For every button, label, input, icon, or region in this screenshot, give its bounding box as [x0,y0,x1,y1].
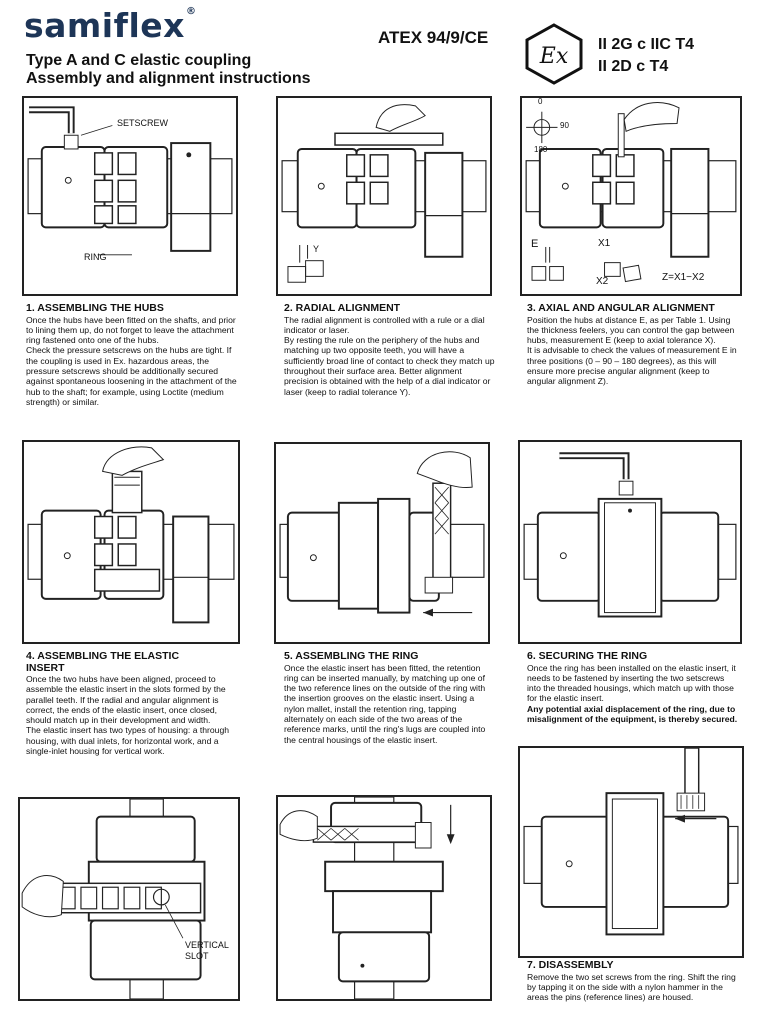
step-3-title: 3. AXIAL AND ANGULAR ALIGNMENT [527,302,715,314]
step-3-axial-angular-alignment: 3. AXIAL AND ANGULAR ALIGNMENT Position … [527,302,739,387]
step-7-paragraph-1: Remove the two set screws from the ring.… [527,971,736,1003]
step-5-assembling-ring: 5. ASSEMBLING THE RING Once the elastic … [284,650,496,745]
step-4-elastic-insert: 4. ASSEMBLING THE ELASTIC INSERT Once th… [26,650,240,757]
step-5-title: 5. ASSEMBLING THE RING [284,650,419,662]
label-vertical: VERTICAL [185,940,229,950]
label-slot: SLOT [185,951,209,961]
certification-dust: II 2D c T4 [598,58,669,75]
certification-gas: II 2G c IIC T4 [598,36,695,53]
figure-assembling-hubs [22,96,238,296]
label-deg-0: 0 [538,97,543,106]
ex-mark-text: Ex [539,44,569,69]
step-7-disassembly: 7. DISASSEMBLY Remove the two set screws… [527,959,741,1003]
step-7-title: 7. DISASSEMBLY [527,959,614,971]
brand-logo: samiflex® [24,6,196,45]
step-1-paragraph-2: Check the pressure setscrews on the hubs… [26,345,237,407]
figure-vertical-slot [18,797,240,1001]
step-4-paragraph-1: Once the two hubs have been aligned, pro… [26,674,226,726]
registered-mark: ® [185,6,197,17]
step-2-radial-alignment: 2. RADIAL ALIGNMENT The radial alignment… [284,302,496,397]
label-y: Y [313,244,320,254]
label-deg-90: 90 [560,121,569,130]
label-x1: X1 [598,238,611,249]
document-subtitle-1: Type A and C elastic coupling [26,52,252,69]
figure-securing-ring [518,440,742,644]
document-subtitle-2: Assembly and alignment instructions [26,70,311,87]
step-1-assembling-hubs: 1. ASSEMBLING THE HUBS Once the hubs hav… [26,302,240,407]
label-z-formula: Z=X1−X2 [662,272,705,283]
step-6-paragraph-1: Once the ring has been installed on the … [527,662,736,704]
step-6-securing-ring: 6. SECURING THE RING Once the ring has b… [527,650,739,724]
step-6-bold-note: Any potential axial displacement of the … [527,703,738,724]
step-4-paragraph-2: The elastic insert has two types of hous… [26,725,230,757]
step-1-paragraph-1: Once the hubs have been fitted on the sh… [26,314,236,346]
step-3-paragraph-2: It is advisable to check the values of m… [527,345,737,387]
step-2-paragraph-1: The radial alignment is controlled with … [284,314,485,335]
label-deg-180: 180 [534,145,548,154]
step-1-title: 1. ASSEMBLING THE HUBS [26,302,164,314]
label-x2: X2 [596,276,609,287]
figure-elastic-insert [22,440,240,644]
step-4-title-line-2: INSERT [26,661,65,674]
step-4-title-line-1: 4. ASSEMBLING THE ELASTIC [26,650,180,662]
figure-axial-angular-alignment [520,96,742,296]
atex-directive: ATEX 94/9/CE [378,28,489,47]
ex-hexagon-icon: Ex [522,22,586,86]
figure-ring-vertical [276,795,492,1001]
figure-disassembly [518,746,744,958]
figure-radial-alignment [276,96,492,296]
brand-name: samiflex [24,6,185,45]
step-6-title: 6. SECURING THE RING [527,650,648,662]
figure-assembling-ring [274,442,490,644]
step-3-paragraph-1: Position the hubs at distance E, as per … [527,314,735,346]
label-e: E [531,238,539,250]
step-5-paragraph-1: Once the elastic insert has been fitted,… [284,662,486,745]
step-2-paragraph-2: By resting the rule on the periphery of … [284,335,495,397]
label-setscrew: SETSCREW [117,118,169,128]
label-ring: RING [84,252,107,262]
step-2-title: 2. RADIAL ALIGNMENT [284,302,401,314]
